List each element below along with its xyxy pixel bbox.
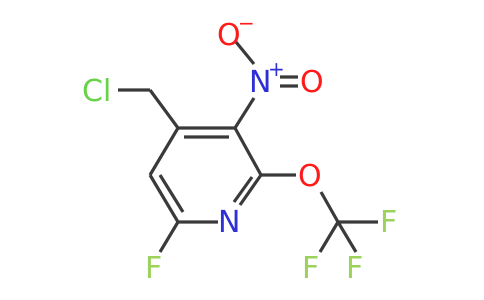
- bonds: [118, 40, 378, 253]
- charge-minus: −: [238, 11, 255, 35]
- bond-nplus-ominus: [234, 40, 256, 66]
- atom-f-ring: F: [145, 251, 162, 286]
- atom-f-cf3-right: F: [346, 251, 363, 286]
- atom-f-cf3-left: F: [302, 251, 319, 286]
- atom-labels: Cl O − N + O O N F F F F: [82, 11, 397, 286]
- atom-cl: Cl: [82, 74, 111, 109]
- charge-plus: +: [268, 57, 285, 81]
- bond-c3-c2: [233, 127, 263, 176]
- bond-c3-nplus: [233, 97, 256, 129]
- bond-c2-n: [238, 174, 263, 206]
- bond-oether-cf3: [319, 191, 340, 223]
- bond-cf3-fleft: [318, 221, 340, 253]
- bond-c2-n-inner: [232, 176, 254, 203]
- atom-o-minus: O: [217, 18, 241, 53]
- bond-cf3-fright2: [336, 221, 358, 253]
- atom-o-ether: O: [298, 159, 322, 194]
- bond-c6-f: [158, 221, 180, 253]
- bond-ch2-c4: [148, 89, 180, 129]
- bond-c5-c4: [148, 127, 180, 176]
- bond-c6-c5-inner: [158, 174, 185, 213]
- bond-c6-c5: [148, 174, 180, 223]
- atom-o-double: O: [300, 65, 324, 100]
- atom-f-cf3-top: F: [380, 205, 397, 240]
- atom-n-ring: N: [218, 205, 240, 240]
- atom-n-plus: N: [249, 65, 271, 100]
